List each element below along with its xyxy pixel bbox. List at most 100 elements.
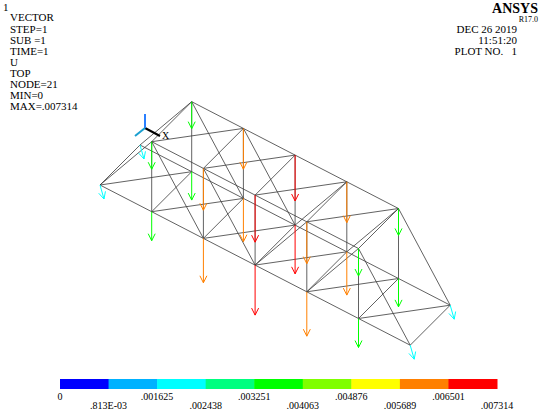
vector-arrow — [355, 319, 362, 348]
truss-member — [347, 182, 399, 209]
truss-member — [398, 209, 399, 279]
truss-member — [203, 128, 243, 168]
axis-label: X — [162, 131, 169, 141]
truss-member — [151, 142, 152, 212]
vector-arrow — [148, 142, 155, 170]
truss-member — [307, 209, 399, 222]
truss-member — [359, 209, 399, 249]
truss-member — [307, 279, 399, 292]
vector-arrow — [409, 345, 416, 359]
vector-arrow — [188, 102, 195, 129]
scale-value: .006501 — [432, 392, 465, 402]
vector-arrows — [99, 102, 456, 360]
truss-member — [203, 238, 255, 265]
truss-member — [100, 145, 140, 185]
truss-member — [243, 198, 295, 225]
scale-value: 0 — [58, 392, 63, 402]
truss-member — [243, 128, 295, 225]
truss-member — [152, 142, 204, 239]
truss-member — [295, 155, 347, 182]
vector-arrow — [343, 252, 350, 295]
plot-info: VECTOR — [10, 12, 54, 23]
vector-arrow — [148, 212, 155, 241]
truss-member — [140, 145, 192, 172]
truss-member — [152, 198, 244, 211]
truss-member — [243, 128, 295, 155]
truss-member — [307, 182, 347, 222]
color-bar-band — [206, 379, 255, 389]
axis-triad — [135, 114, 160, 136]
scale-value: .813E-03 — [90, 401, 127, 411]
vector-arrow — [252, 195, 259, 242]
plot-info: MIN=0 — [10, 90, 43, 101]
vector-arrow — [343, 182, 350, 223]
color-bar-band — [254, 379, 303, 389]
truss-member — [255, 225, 295, 265]
vector-arrow — [303, 222, 310, 264]
scale-value: .005689 — [384, 401, 417, 411]
truss-member — [359, 249, 411, 346]
vector-arrow — [240, 198, 247, 241]
plot-info: ANSYS — [492, 2, 538, 16]
truss-member — [399, 209, 451, 306]
vector-arrow — [303, 292, 310, 336]
color-bar-band — [157, 379, 206, 389]
scale-value: .004876 — [335, 392, 368, 402]
vector-arrow — [395, 209, 402, 236]
plot-info: DEC 26 2019 — [457, 24, 518, 35]
truss-member — [295, 155, 296, 225]
color-bar-band — [400, 379, 449, 389]
vector-arrow — [188, 172, 195, 200]
truss-member — [359, 319, 411, 346]
vector-arrow — [139, 145, 146, 159]
plot-info: TOP — [10, 68, 31, 79]
truss-member — [203, 155, 295, 168]
truss-member — [255, 155, 295, 195]
scale-value: .007314 — [481, 401, 514, 411]
truss-member — [203, 225, 295, 238]
color-bar-band — [303, 379, 352, 389]
plot-info: R17.0 — [519, 16, 538, 24]
plot-info: U — [10, 57, 18, 68]
vector-arrow — [355, 249, 362, 277]
truss-member — [192, 102, 244, 129]
scale-value: .001625 — [141, 392, 174, 402]
truss-member — [306, 222, 307, 292]
truss-member — [255, 265, 307, 292]
truss-member — [399, 279, 451, 306]
truss-member — [295, 225, 347, 252]
vector-arrow — [449, 305, 456, 319]
truss-member — [192, 102, 244, 199]
truss-member — [347, 252, 399, 279]
plot-info: PLOT NO. 1 — [455, 46, 517, 57]
plot-info: 11:51:20 — [478, 35, 517, 46]
color-bar-band — [60, 379, 109, 389]
truss-member — [358, 249, 359, 319]
vector-arrow — [292, 155, 299, 201]
vector-arrow — [240, 128, 247, 169]
vector-arrow — [292, 225, 299, 274]
plot-info: 1 — [3, 2, 9, 13]
scale-value: .002438 — [189, 401, 222, 411]
color-bar-band — [351, 379, 400, 389]
truss-member — [410, 305, 450, 345]
truss-member — [140, 102, 192, 145]
truss-member — [100, 172, 192, 185]
truss-member — [203, 168, 204, 238]
vector-arrow — [99, 185, 106, 199]
vector-arrow — [200, 168, 207, 210]
color-bar-band — [109, 379, 158, 389]
plot-info: SUB =1 — [10, 35, 46, 46]
truss-member — [307, 252, 347, 292]
vector-arrow — [395, 279, 402, 307]
truss-member — [255, 182, 347, 195]
truss-member — [191, 102, 192, 172]
truss-member — [307, 292, 359, 319]
scale-value: .004063 — [287, 401, 320, 411]
truss-members — [100, 102, 450, 346]
truss-member — [359, 305, 451, 318]
truss-member — [203, 198, 243, 238]
truss-member — [152, 172, 192, 212]
